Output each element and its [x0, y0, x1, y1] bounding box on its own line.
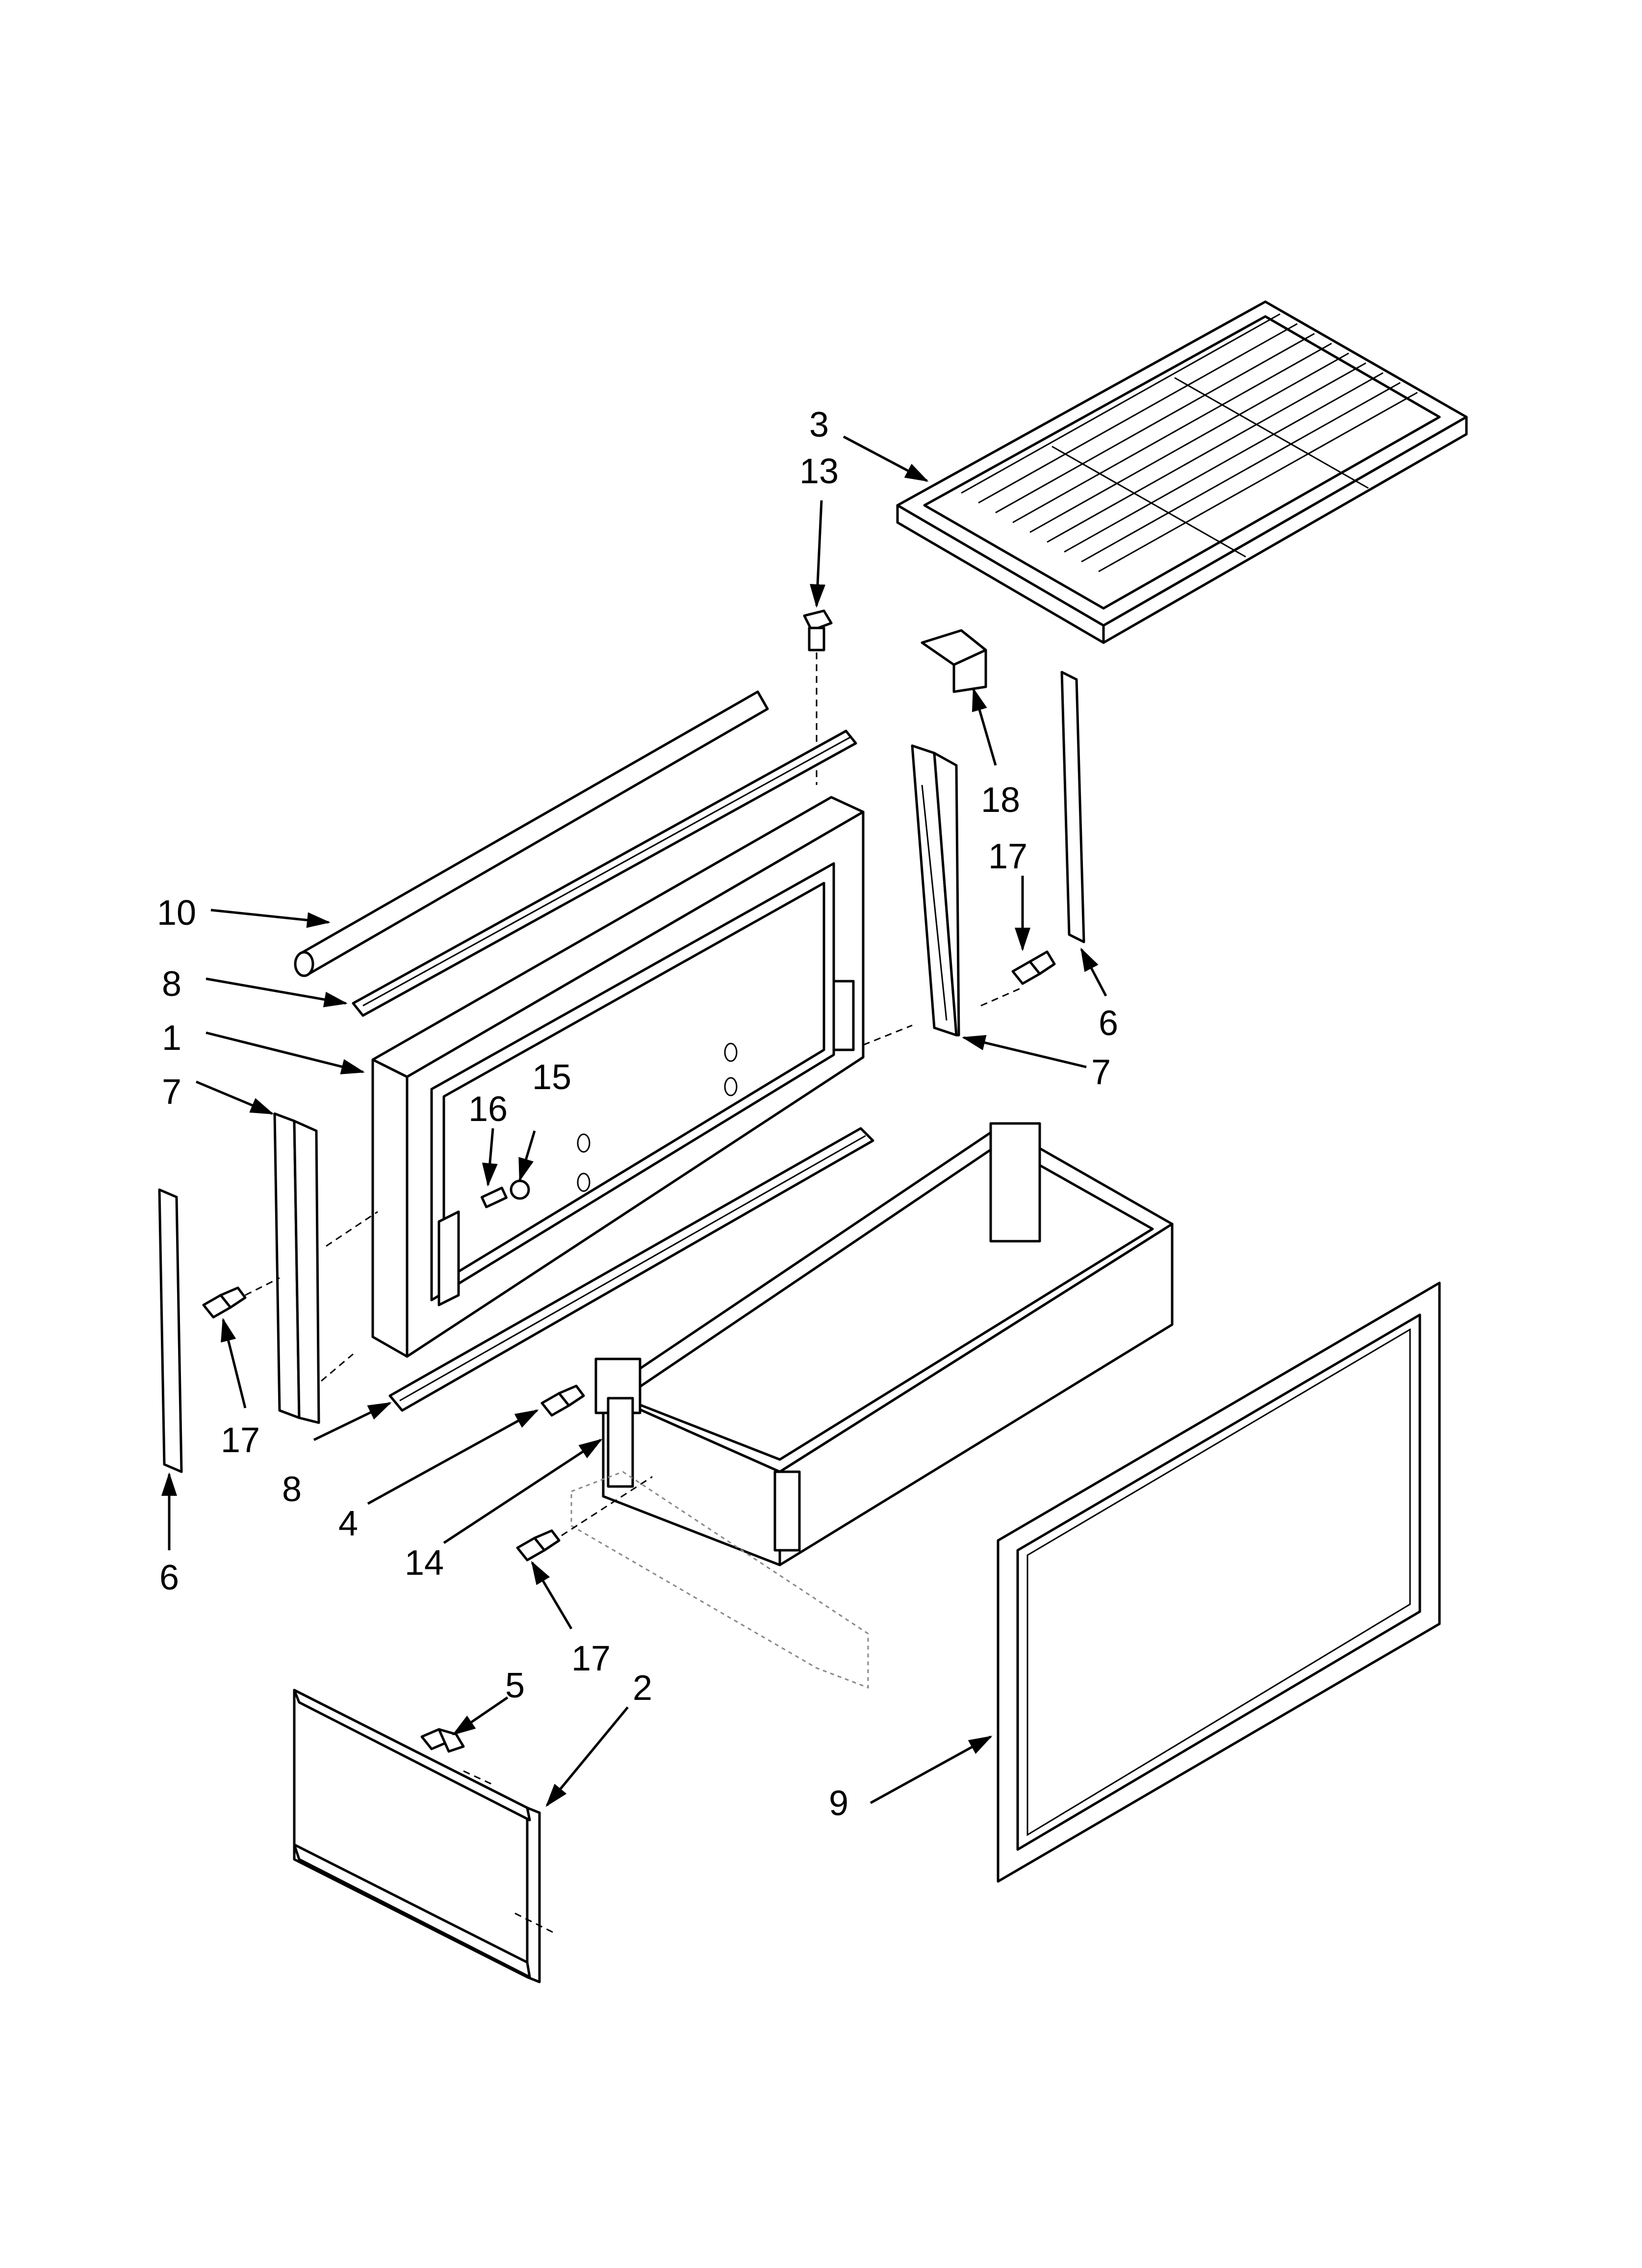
- callout-13: 13: [799, 452, 839, 491]
- part-14-drawer-pan: [594, 1122, 1174, 1566]
- callout-8-top: 8: [162, 965, 181, 1004]
- part-17-screw-left: [202, 1277, 280, 1319]
- callout-10: 10: [157, 893, 196, 933]
- callout-8-bottom: 8: [282, 1470, 302, 1509]
- part-3-grille-shelf: [896, 300, 1468, 644]
- callout-2: 2: [633, 1668, 652, 1708]
- callout-16: 16: [468, 1090, 508, 1129]
- callout-14: 14: [405, 1543, 444, 1583]
- part-8-strip-top: [352, 730, 857, 1017]
- callout-6-left: 6: [159, 1558, 179, 1597]
- part-16-pin: [480, 1186, 508, 1208]
- callout-15: 15: [532, 1058, 571, 1097]
- leader-lines: [161, 435, 1107, 1807]
- part-18-clip: [921, 629, 987, 693]
- callout-3: 3: [809, 405, 829, 444]
- callout-4: 4: [338, 1504, 358, 1543]
- part-8-strip-bottom: [388, 1127, 874, 1412]
- part-6-trim-strip-right: [1060, 671, 1085, 943]
- callout-7-right: 7: [1091, 1053, 1111, 1092]
- callout-6-right: 6: [1099, 1004, 1118, 1043]
- part-17-screw-bottom: [516, 1476, 653, 1562]
- part-ghost-rail: [570, 1471, 869, 1689]
- callout-17-left: 17: [221, 1421, 260, 1460]
- part-1-door-frame: [371, 796, 865, 1358]
- callout-5: 5: [505, 1666, 525, 1705]
- callout-1: 1: [162, 1018, 181, 1058]
- part-17-screw-right: [1011, 950, 1056, 985]
- callout-7-left: 7: [162, 1072, 181, 1112]
- part-15-nut: [510, 1179, 530, 1200]
- callout-labels: 3 13 18 17 6 7 10 8 1 7 16 15 17 8 6 4 1…: [157, 405, 1118, 1823]
- part-4-screw: [540, 1384, 585, 1417]
- callout-9: 9: [829, 1784, 848, 1823]
- part-7-channel-bracket-left: [273, 1112, 378, 1424]
- callout-17-bottom: 17: [571, 1639, 611, 1678]
- part-6-trim-strip-left: [158, 1188, 183, 1473]
- part-7-channel-bracket-right: [863, 744, 1021, 1046]
- part-2-kick-panel: [293, 1689, 555, 1983]
- part-10-rod: [294, 690, 769, 977]
- part-9-gasket-frame: [997, 1281, 1441, 1883]
- part-5-screw: [420, 1728, 465, 1753]
- callout-17-right: 17: [988, 837, 1027, 876]
- callout-18: 18: [981, 781, 1020, 820]
